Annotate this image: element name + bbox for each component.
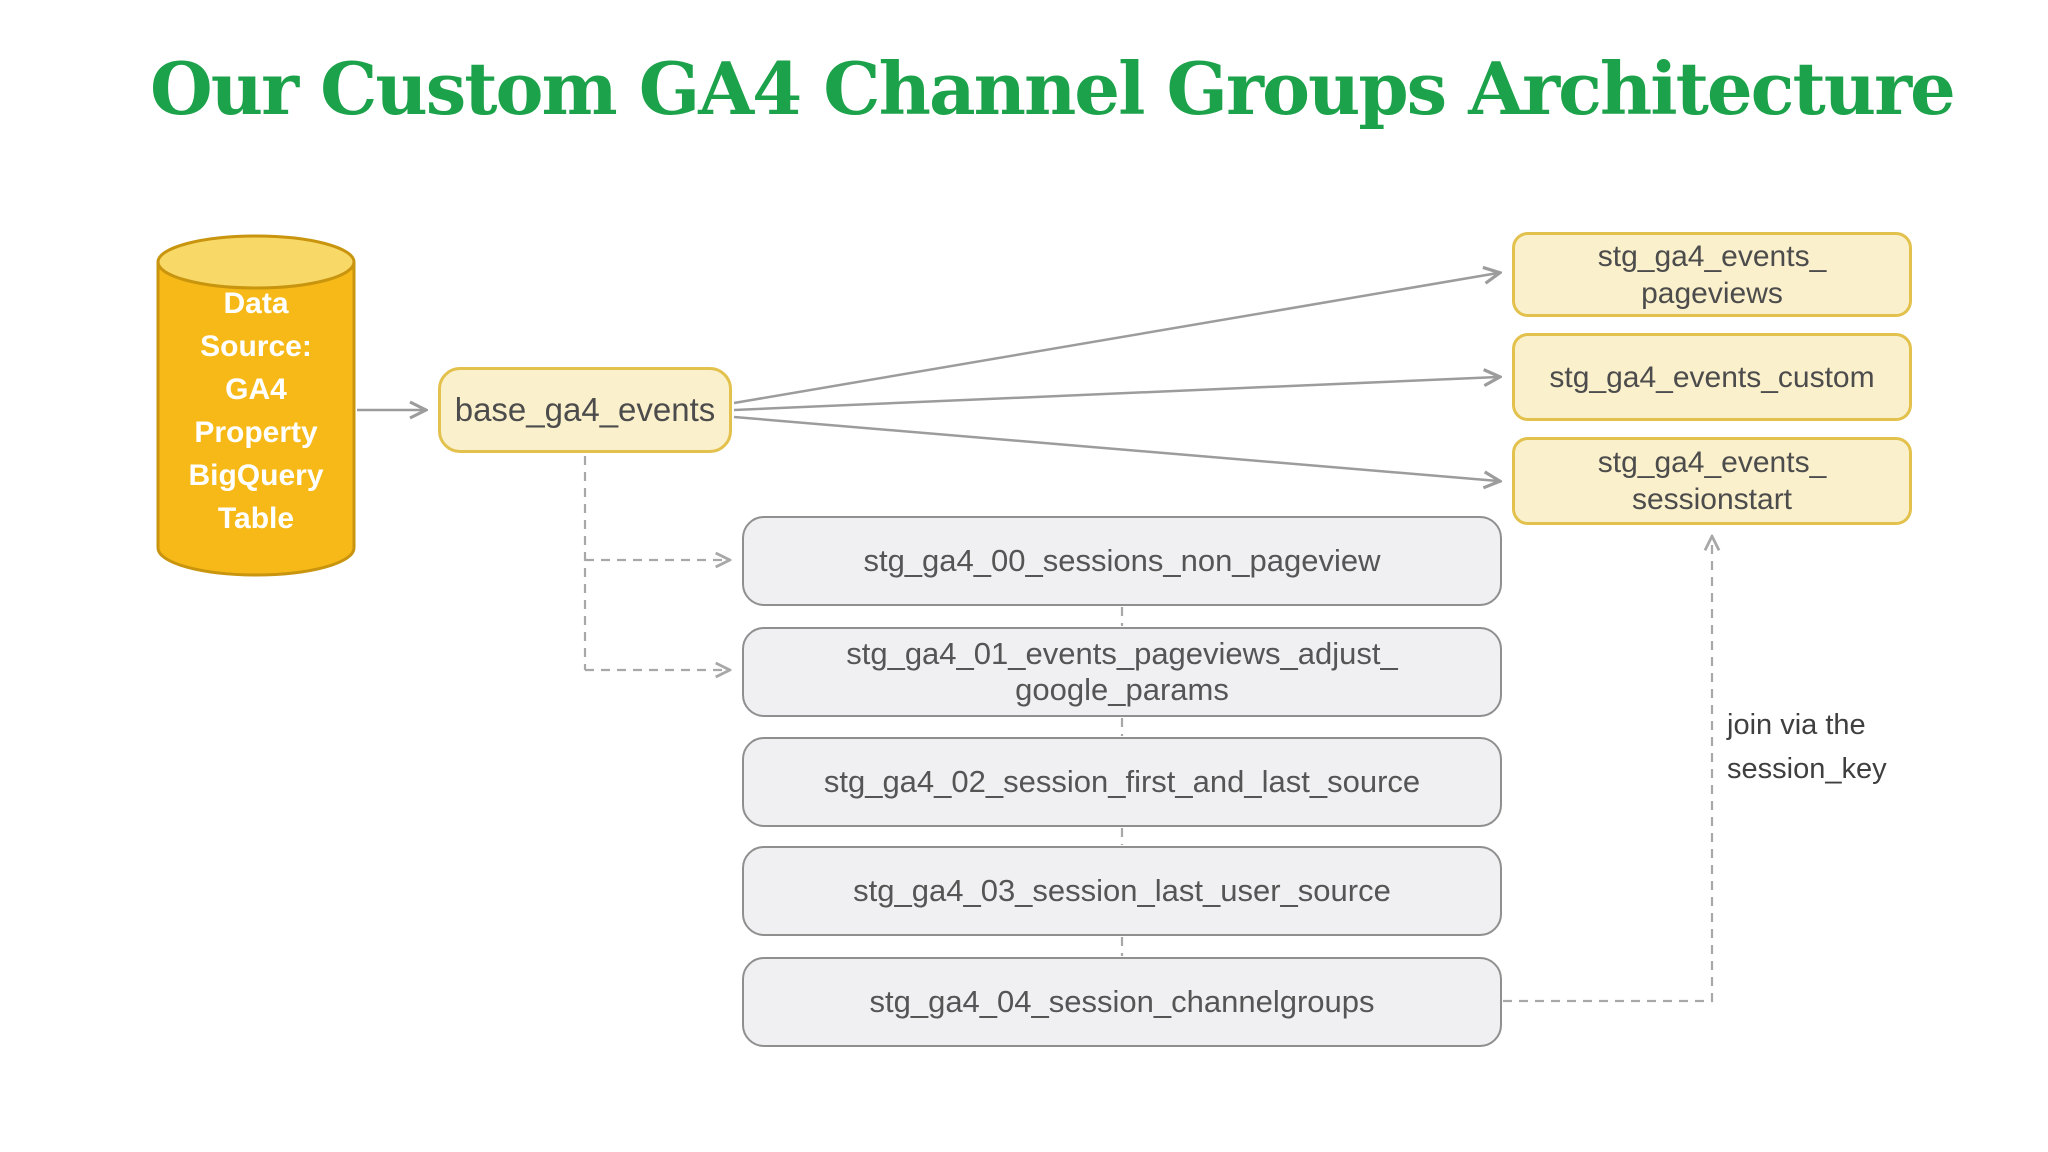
source-cylinder: Data Source: GA4 Property BigQuery Table: [155, 234, 357, 584]
node-stg-ga4-04-session-channelgroups: stg_ga4_04_session_channelgroups: [742, 957, 1502, 1047]
node-label-line: google_params: [1015, 672, 1229, 707]
node-label-line: stg_ga4_01_events_pageviews_adjust_: [846, 636, 1398, 671]
source-label-line: Property: [194, 416, 318, 449]
node-stg-ga4-03-session-last-user-source: stg_ga4_03_session_last_user_source: [742, 846, 1502, 936]
arrow-base-to-custom: [733, 377, 1498, 412]
arrow-base-to-sessionstart: [733, 415, 1498, 481]
node-stg-ga4-01-events-pageviews-adjust-google-params: stg_ga4_01_events_pageviews_adjust_ goog…: [742, 627, 1502, 717]
annotation-line: join via the: [1727, 709, 1866, 741]
node-label-line: stg_ga4_events_: [1597, 446, 1827, 479]
node-label-line: stg_ga4_04_session_channelgroups: [869, 984, 1375, 1019]
arrow-base-to-pageviews: [733, 273, 1498, 405]
node-label-line: stg_ga4_events_custom: [1549, 360, 1875, 394]
dashed-join-arrow-sessionkey: [1503, 538, 1712, 1003]
node-label-line: stg_ga4_03_session_last_user_source: [853, 873, 1391, 908]
node-label-line: stg_ga4_02_session_first_and_last_source: [823, 764, 1421, 799]
node-stg-ga4-events-pageviews: stg_ga4_events_ pageviews: [1512, 232, 1912, 317]
node-stg-ga4-events-sessionstart: stg_ga4_events_ sessionstart: [1512, 437, 1912, 525]
source-label-line: BigQuery: [188, 459, 324, 492]
node-label-line: pageviews: [1641, 276, 1783, 310]
source-label-line: GA4: [225, 373, 287, 406]
annotation-line: session_key: [1727, 753, 1887, 785]
source-label-line: Source:: [200, 330, 312, 363]
page-title: Our Custom GA4 Channel Groups Architectu…: [150, 46, 1956, 131]
node-label-line: stg_ga4_00_sessions_non_pageview: [863, 543, 1381, 578]
cylinder-shape: [156, 234, 356, 577]
node-stg-ga4-events-custom: stg_ga4_events_custom: [1512, 333, 1912, 421]
source-label-line: Data: [223, 287, 289, 320]
node-label: base_ga4_events: [454, 391, 716, 428]
source-label-line: Table: [217, 502, 295, 535]
join-annotation: join via the session_key: [1727, 703, 1887, 791]
node-base-ga4-events: base_ga4_events: [438, 367, 732, 453]
node-label-line: stg_ga4_events_: [1597, 239, 1827, 273]
node-stg-ga4-02-session-first-and-last-source: stg_ga4_02_session_first_and_last_source: [742, 737, 1502, 827]
node-label-line: sessionstart: [1631, 483, 1793, 516]
node-stg-ga4-00-sessions-non-pageview: stg_ga4_00_sessions_non_pageview: [742, 516, 1502, 606]
source-cylinder-label: Data Source: GA4 Property BigQuery Table: [155, 282, 357, 540]
